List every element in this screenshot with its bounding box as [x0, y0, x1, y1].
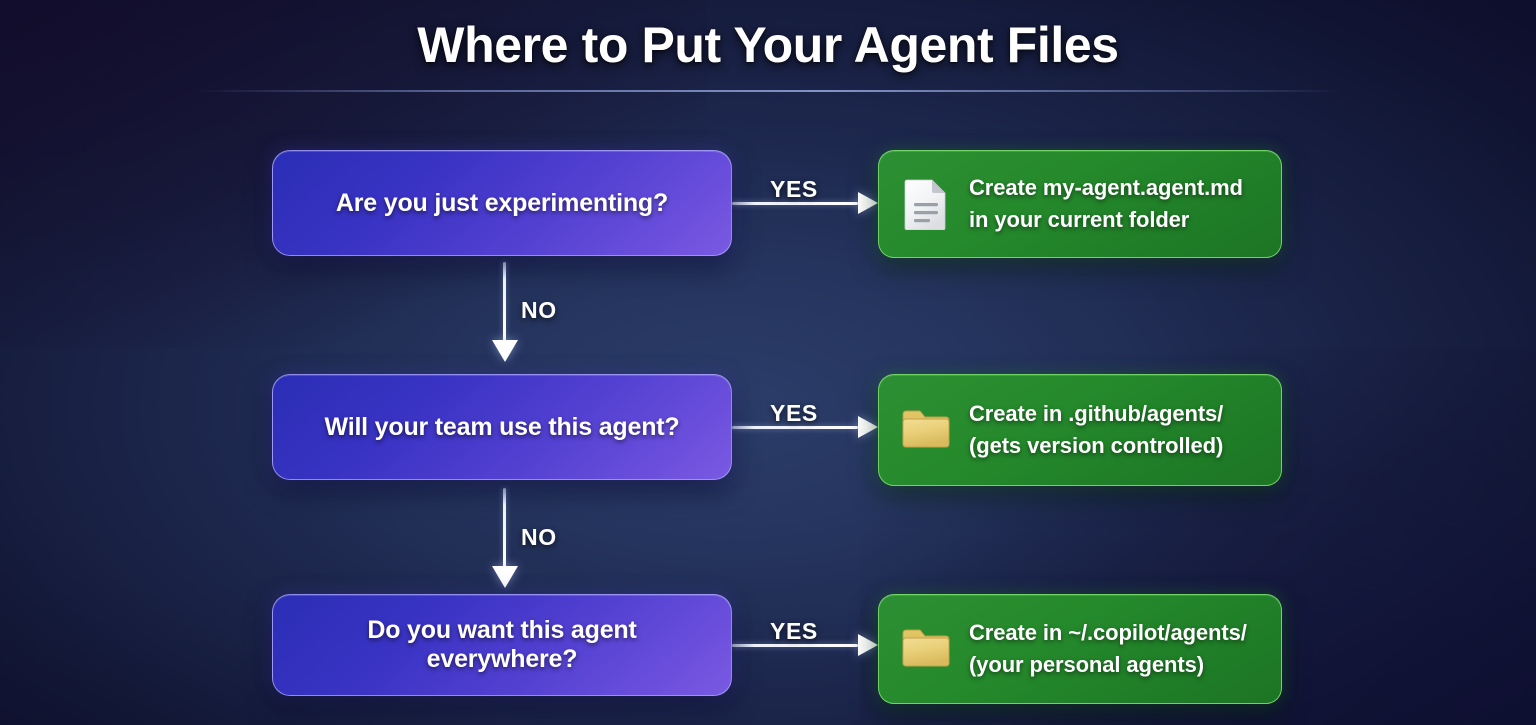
page-title: Where to Put Your Agent Files [417, 17, 1119, 73]
result-line-1: Create in .github/agents/ [969, 401, 1224, 427]
no-connector-1 [490, 262, 520, 362]
yes-label-2: YES [770, 400, 818, 426]
result-line-2: (gets version controlled) [969, 433, 1224, 458]
yes-connector-3 [732, 630, 878, 660]
folder-icon [901, 621, 951, 677]
result-box-1[interactable]: Create my-agent.agent.md in your current… [878, 150, 1282, 258]
decision-box-1[interactable]: Are you just experimenting? [272, 150, 732, 256]
arrow-head-icon [492, 340, 518, 362]
arrow-head-icon [858, 192, 878, 214]
arrow-head-icon [492, 566, 518, 588]
decision-box-3[interactable]: Do you want this agent everywhere? [272, 594, 732, 696]
result-text-2: Create in .github/agents/ (gets version … [969, 398, 1223, 461]
connector-line [503, 262, 506, 342]
result-line-1: Create in ~/.copilot/agents/ [969, 620, 1247, 646]
decision-label-1: Are you just experimenting? [335, 188, 669, 217]
result-line-2: in your current folder [969, 207, 1190, 232]
connector-line [732, 644, 858, 647]
no-label-1: NO [521, 297, 557, 323]
no-label-2: NO [521, 524, 557, 550]
result-line-1: Create my-agent.agent.md [969, 175, 1243, 201]
title-divider [195, 90, 1341, 92]
yes-connector-2 [732, 412, 878, 442]
folder-icon [901, 402, 951, 458]
arrow-head-icon [858, 416, 878, 438]
result-text-1: Create my-agent.agent.md in your current… [969, 172, 1243, 235]
result-box-3[interactable]: Create in ~/.copilot/agents/ (your perso… [878, 594, 1282, 704]
no-connector-2 [490, 488, 520, 588]
yes-connector-1 [732, 188, 878, 218]
result-text-3: Create in ~/.copilot/agents/ (your perso… [969, 617, 1247, 680]
result-line-2: (your personal agents) [969, 652, 1204, 677]
yes-label-3: YES [770, 618, 818, 644]
arrow-head-icon [858, 634, 878, 656]
yes-label-1: YES [770, 176, 818, 202]
connector-line [503, 488, 506, 568]
decision-label-2: Will your team use this agent? [324, 412, 680, 441]
document-icon [901, 176, 951, 232]
result-box-2[interactable]: Create in .github/agents/ (gets version … [878, 374, 1282, 486]
connector-line [732, 426, 858, 429]
decision-label-3: Do you want this agent everywhere? [367, 616, 637, 673]
connector-line [732, 202, 858, 205]
decision-box-2[interactable]: Will your team use this agent? [272, 374, 732, 480]
